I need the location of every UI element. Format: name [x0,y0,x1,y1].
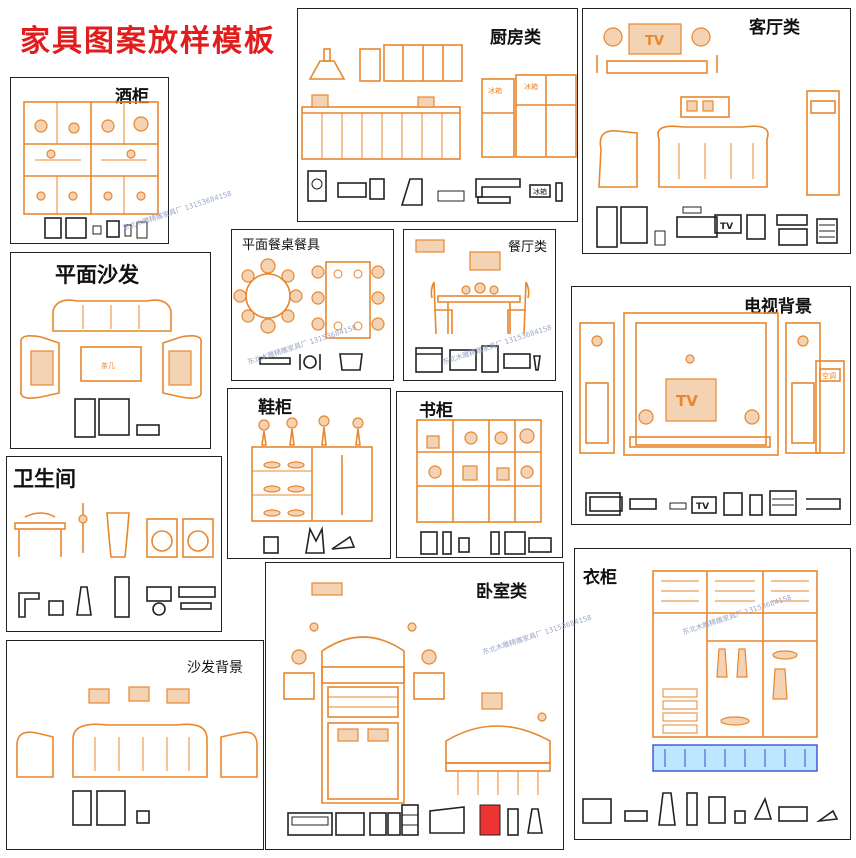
panel-bookcase[interactable]: 书柜 [396,391,563,558]
wardrobe-drawing [582,570,839,826]
svg-text:TV: TV [720,222,733,232]
wine-cabinet-drawing [23,101,159,239]
panel-sofa-background[interactable]: 沙发背景 [6,640,264,850]
panel-title: 平面餐桌餐具 [242,238,321,253]
panel-flat-sofa[interactable]: 平面沙发 茶几 [10,252,211,449]
panel-shoe-cabinet[interactable]: 鞋柜 [227,388,391,559]
panel-title: 衣柜 [583,568,617,588]
kitchen-drawing: 冰箱 冰箱 冰箱 [301,44,577,206]
flat-sofa-drawing: 茶几 [20,299,202,438]
bookcase-drawing [416,419,552,555]
svg-text:TV: TV [676,392,698,410]
panel-title: 餐厅类 [508,240,548,255]
panel-living-room[interactable]: 客厅类 TV TV [582,8,851,254]
panel-dining-room[interactable]: 餐厅类 [403,229,556,381]
panel-dining-plan[interactable]: 平面餐桌餐具 [231,229,394,381]
panel-title: 平面沙发 [55,263,139,287]
panel-wardrobe[interactable]: 衣柜 [574,548,851,840]
panel-title: 卫生间 [13,467,76,491]
panel-title: 书柜 [419,401,453,421]
tv-background-drawing: TV 空调 TV [579,312,845,516]
sofa-background-drawing [16,686,258,826]
shoe-cabinet-drawing [251,415,373,554]
svg-text:冰箱: 冰箱 [533,187,547,196]
panel-title: 沙发背景 [187,660,243,676]
panel-kitchen[interactable]: 厨房类 冰箱 冰箱 冰箱 [297,8,578,222]
dining-plan-drawing [233,258,385,371]
bathroom-drawing [14,503,216,618]
panel-title: 电视背景 [744,297,812,317]
panel-title: 客厅类 [749,18,800,38]
page-title: 家具图案放样模板 [20,24,276,59]
svg-text:冰箱: 冰箱 [524,82,538,91]
dining-room-drawing [415,239,541,373]
fridge-label: 冰箱 [488,86,502,95]
panel-title: 厨房类 [490,28,541,48]
bedroom-drawing [283,582,551,836]
panel-title: 鞋柜 [258,398,292,418]
aircon-label: 空调 [822,371,836,380]
panel-wine-cabinet[interactable]: 酒柜 [10,77,169,244]
sofa-table-label: 茶几 [101,361,115,370]
panel-title: 卧室类 [476,582,527,602]
panel-bedroom[interactable]: 卧室类 [265,562,564,850]
panel-tv-background[interactable]: 电视背景 TV 空调 TV [571,286,851,525]
tv-label: TV [645,34,664,49]
svg-text:TV: TV [696,502,709,512]
living-room-drawing: TV TV [596,23,840,248]
panel-bathroom[interactable]: 卫生间 [6,456,222,632]
